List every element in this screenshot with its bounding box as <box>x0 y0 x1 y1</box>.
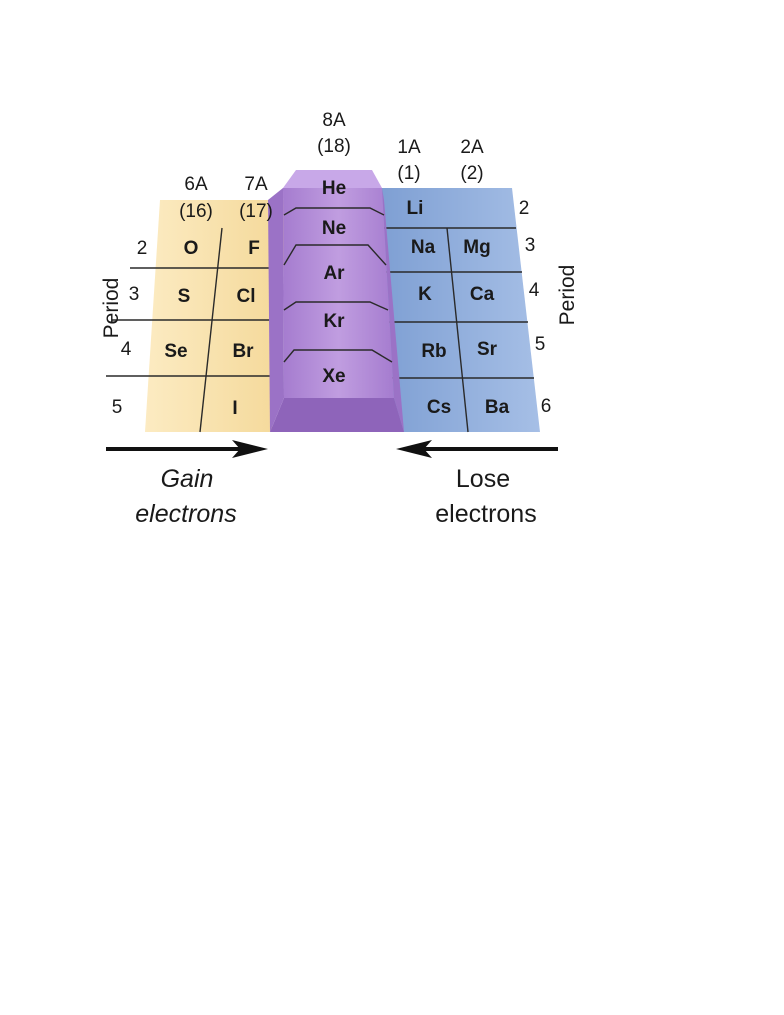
lose-arrow <box>396 440 558 458</box>
element-Ba: Ba <box>485 397 510 418</box>
element-He: He <box>322 178 346 199</box>
svg-text:6: 6 <box>541 396 552 417</box>
group-header-1A: 1A (1) <box>397 137 421 184</box>
element-Cs: Cs <box>427 397 451 418</box>
period-axis-label-left: Period <box>100 278 123 339</box>
element-Xe: Xe <box>322 366 345 387</box>
group-header-2A: 2A (2) <box>460 137 484 184</box>
svg-text:6A: 6A <box>184 174 208 195</box>
element-Na: Na <box>411 237 436 258</box>
svg-text:5: 5 <box>535 334 546 355</box>
element-Rb: Rb <box>421 341 446 362</box>
period-axis-label-right: Period <box>556 265 579 326</box>
svg-text:electrons: electrons <box>435 500 536 528</box>
svg-text:2: 2 <box>519 198 530 219</box>
nonmetal-block <box>106 200 288 432</box>
svg-text:7A: 7A <box>244 174 268 195</box>
element-S: S <box>178 286 191 307</box>
svg-text:4: 4 <box>529 280 540 301</box>
group-header-8A: 8A (18) <box>317 110 351 157</box>
svg-text:4: 4 <box>121 339 132 360</box>
element-Se: Se <box>164 341 187 362</box>
element-Ar: Ar <box>323 263 345 284</box>
svg-text:(2): (2) <box>460 163 483 184</box>
element-Li: Li <box>407 198 424 219</box>
element-Mg: Mg <box>463 237 490 258</box>
element-Ne: Ne <box>322 218 346 239</box>
element-K: K <box>418 284 432 305</box>
element-Ca: Ca <box>470 284 495 305</box>
gain-electrons-caption: Gain electrons <box>135 465 236 528</box>
svg-text:3: 3 <box>129 284 140 305</box>
noble-gas-column <box>268 170 404 432</box>
element-Sr: Sr <box>477 339 498 360</box>
group-header-6A: 6A (16) <box>179 174 213 222</box>
svg-text:1A: 1A <box>397 137 421 158</box>
svg-text:Lose: Lose <box>456 465 510 493</box>
svg-text:8A: 8A <box>322 110 346 131</box>
element-Cl: Cl <box>237 286 256 307</box>
metal-block <box>380 188 540 432</box>
element-Kr: Kr <box>323 311 345 332</box>
gain-arrow <box>106 440 268 458</box>
svg-text:(1): (1) <box>397 163 420 184</box>
svg-text:2A: 2A <box>460 137 484 158</box>
group-header-7A: 7A (17) <box>239 174 273 222</box>
element-F: F <box>248 238 260 259</box>
element-I: I <box>232 398 237 419</box>
svg-text:2: 2 <box>137 238 148 259</box>
svg-text:(18): (18) <box>317 136 351 157</box>
element-Br: Br <box>232 341 254 362</box>
lose-electrons-caption: Lose electrons <box>435 465 536 528</box>
svg-text:(16): (16) <box>179 201 213 222</box>
svg-text:5: 5 <box>112 397 123 418</box>
svg-text:3: 3 <box>525 235 536 256</box>
svg-text:(17): (17) <box>239 201 273 222</box>
svg-text:Gain: Gain <box>161 465 214 493</box>
svg-text:electrons: electrons <box>135 500 236 528</box>
element-O: O <box>184 238 199 259</box>
